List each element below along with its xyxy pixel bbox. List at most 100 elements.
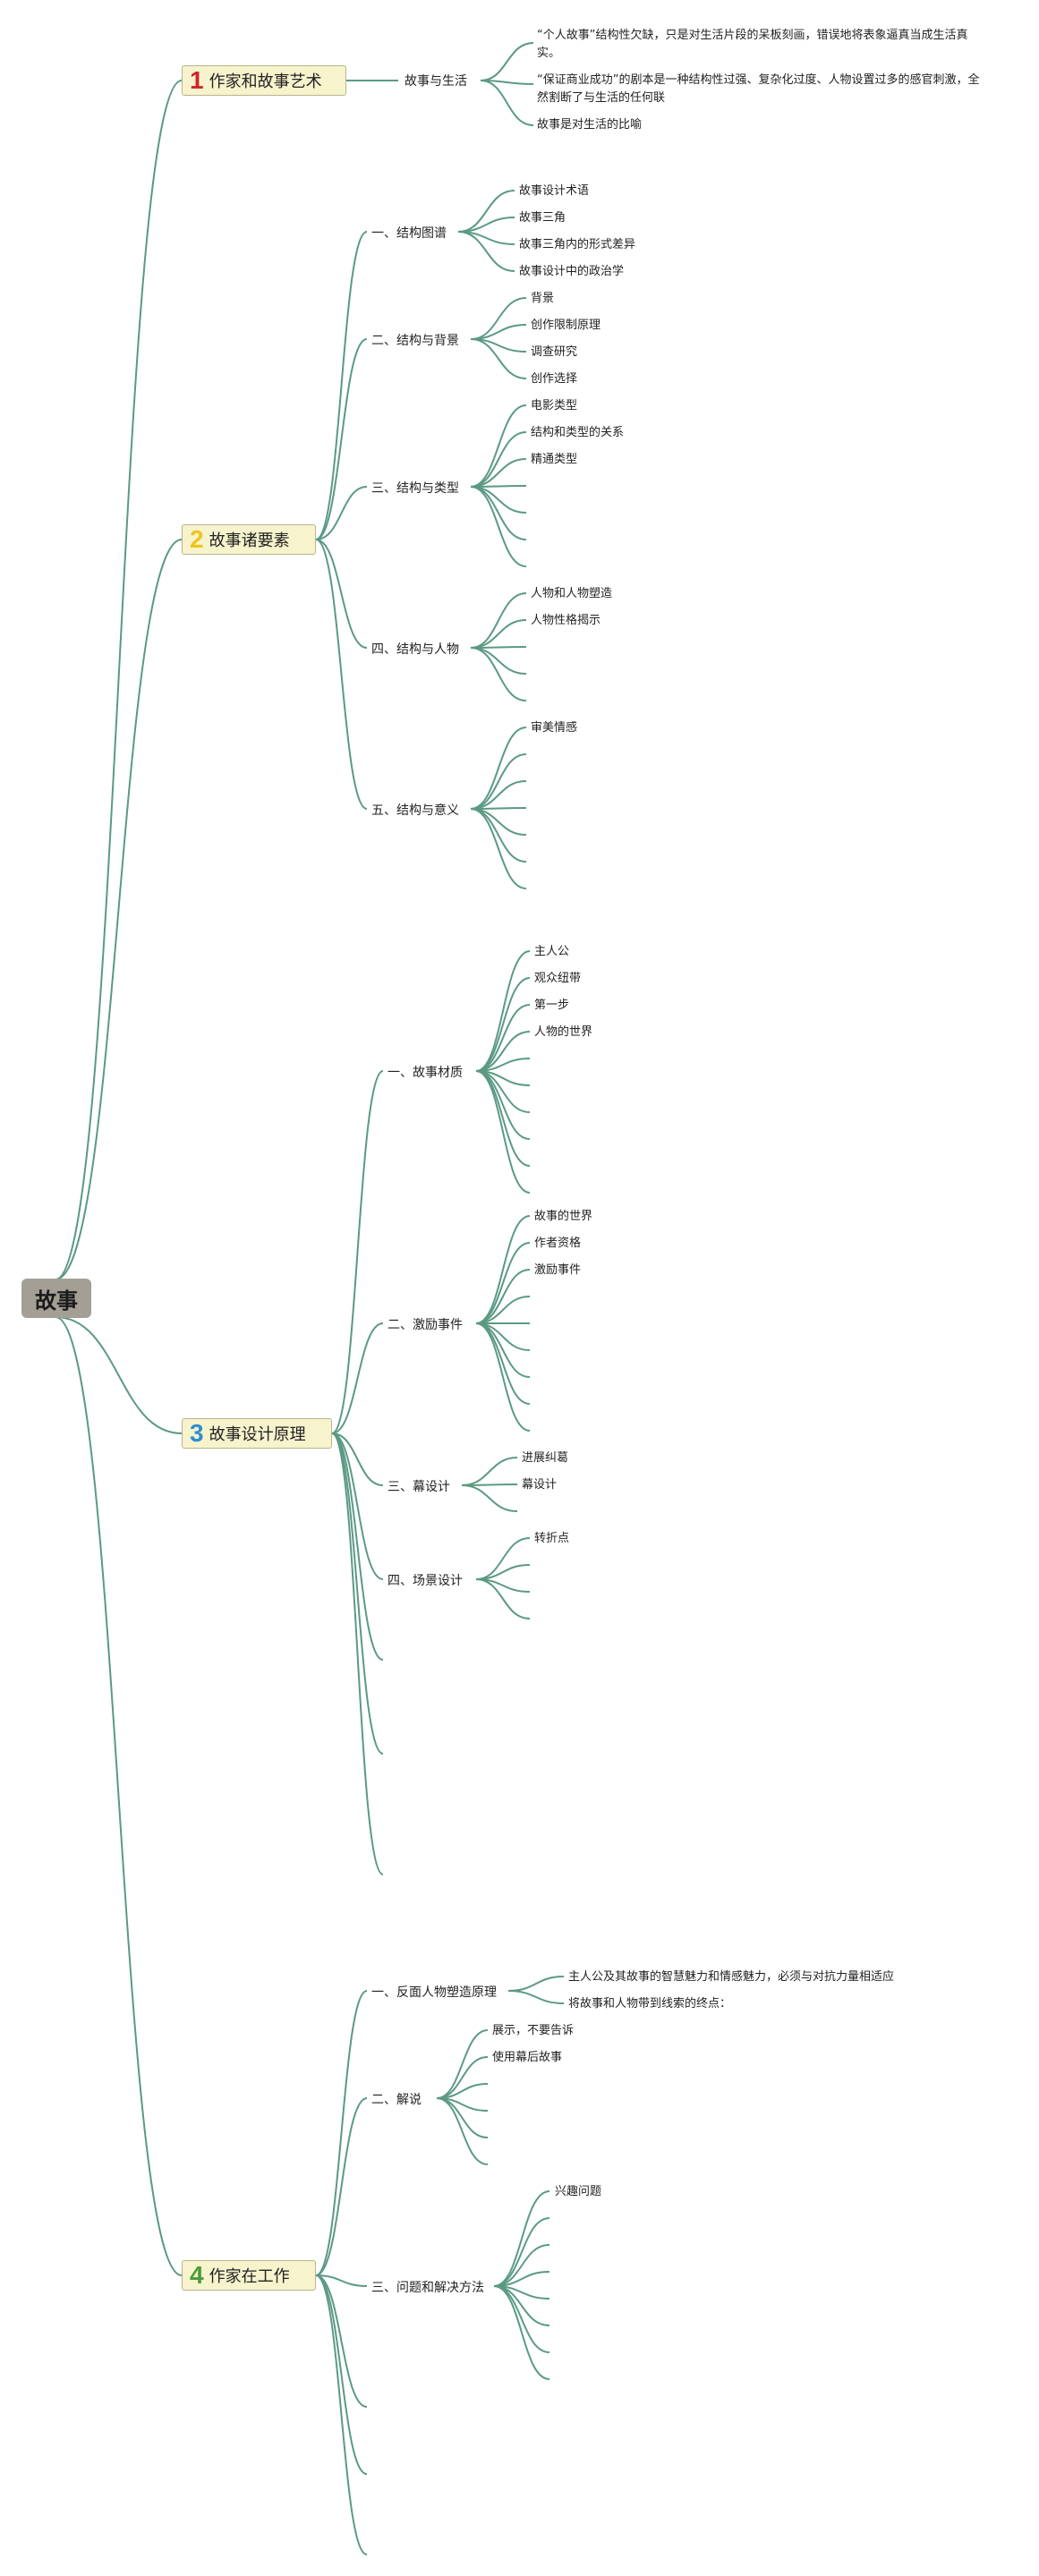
connector-line [507, 1976, 565, 1992]
connector-line [470, 808, 527, 863]
leaf-node[interactable]: 故事设计中的政治学 [519, 265, 625, 278]
leaf-node[interactable]: 展示，不要告诉 [492, 2024, 575, 2037]
leaf-node[interactable]: 电影类型 [531, 399, 578, 412]
connector-line [331, 1433, 384, 1580]
leaf-node[interactable]: 审美情感 [531, 721, 578, 735]
connector-line [470, 647, 527, 701]
leaf-node[interactable]: 使用幕后故事 [492, 2051, 563, 2064]
leaf-node[interactable]: 故事三角内的形式差异 [519, 238, 636, 251]
connector-line [475, 1537, 531, 1580]
leaf-node[interactable]: 进展纠葛 [522, 1451, 569, 1465]
connector-line [55, 1316, 183, 1434]
connector-line [507, 1990, 565, 2004]
leaf-node[interactable]: 故事设计术语 [519, 184, 590, 198]
leaf-node[interactable]: “保证商业成功”的剧本是一种结构性过强、复杂化过度、人物设置过多的感官刺激，全然… [537, 73, 980, 105]
subtopic-node[interactable]: 三、问题和解决方法 [371, 2281, 484, 2295]
topic-node-3[interactable]: 3 故事设计原理 [182, 1418, 332, 1449]
connector-line [475, 1070, 531, 1194]
topic-number: 3 [190, 1419, 204, 1447]
subtopic-node[interactable]: 一、结构图谱 [371, 226, 447, 241]
leaf-node[interactable]: 人物的世界 [534, 1025, 593, 1039]
connector-line [436, 2029, 489, 2099]
subtopic-node[interactable]: 四、结构与人物 [371, 642, 459, 657]
leaf-node[interactable]: 将故事和人物带到线索的终点： [568, 1997, 732, 2011]
topic-node-4[interactable]: 4 作家在工作 [182, 2260, 316, 2291]
leaf-node[interactable]: 背景 [531, 292, 555, 305]
connector-line [470, 727, 527, 810]
connector-line [315, 2274, 368, 2555]
connector-line [331, 1433, 384, 1875]
topic-label: 作家在工作 [209, 2267, 290, 2286]
leaf-node[interactable]: 主人公及其故事的智慧魅力和情感魅力，必须与对抗力量相适应 [568, 1970, 895, 1984]
topic-node-1[interactable]: 1 作家和故事艺术 [182, 65, 346, 96]
root-label: 故事 [35, 1288, 78, 1314]
subtopic-node[interactable]: 故事与生活 [405, 74, 467, 89]
leaf-node[interactable]: 结构和类型的关系 [531, 426, 625, 439]
connector-line [315, 2274, 368, 2408]
subtopic-node[interactable]: 一、故事材质 [387, 1066, 463, 1080]
leaf-node[interactable]: “个人故事”结构性欠缺，只是对生活片段的呆板刻画，错误地将表象逼真当成生活真实。 [537, 29, 968, 60]
connector-line [470, 753, 527, 810]
topic-number: 1 [190, 66, 204, 94]
root-node[interactable]: 故事 [21, 1279, 91, 1318]
connector-line [461, 1484, 518, 1486]
topic-number: 2 [190, 525, 204, 553]
connector-line [436, 2097, 489, 2165]
connector-line [461, 1484, 518, 1512]
connector-line [331, 1322, 384, 1434]
topic-label: 故事设计原理 [209, 1425, 306, 1444]
subtopic-node[interactable]: 二、激励事件 [387, 1318, 463, 1332]
leaf-node[interactable]: 作者资格 [534, 1237, 582, 1250]
connector-line [331, 1433, 384, 1755]
connector-line [475, 977, 531, 1072]
connector-line [470, 404, 527, 488]
leaf-node[interactable]: 故事是对生活的比喻 [537, 118, 643, 132]
subtopic-node[interactable]: 一、反面人物塑造原理 [371, 1985, 497, 2000]
connector-line [315, 539, 368, 810]
subtopic-node[interactable]: 四、场景设计 [387, 1574, 463, 1588]
connector-line [470, 780, 527, 810]
connector-line [457, 190, 515, 233]
connector-line [475, 1004, 531, 1072]
connector-line [475, 1322, 531, 1405]
topic-node-2[interactable]: 2 故事诸要素 [182, 524, 316, 555]
connector-line [470, 807, 527, 810]
leaf-node[interactable]: 人物和人物塑造 [531, 587, 613, 600]
subtopic-node[interactable]: 二、解说 [371, 2093, 422, 2107]
leaf-node[interactable]: 调查研究 [531, 345, 578, 359]
leaf-node[interactable]: 观众纽带 [534, 972, 582, 985]
leaf-node[interactable]: 激励事件 [534, 1263, 582, 1277]
connector-line [331, 1433, 384, 1486]
connector-line [55, 1316, 183, 2276]
connector-line [315, 539, 368, 649]
leaf-node[interactable]: 第一步 [534, 999, 570, 1012]
subtopic-node[interactable]: 三、结构与类型 [371, 481, 459, 496]
leaf-node[interactable]: 精通类型 [531, 453, 578, 466]
connector-line [475, 1322, 531, 1432]
subtopic-node[interactable]: 五、结构与意义 [371, 803, 459, 818]
connector-line [493, 2285, 550, 2380]
connector-line [315, 2274, 368, 2287]
leaf-node[interactable]: 故事三角 [519, 211, 566, 225]
connector-line [475, 950, 531, 1072]
leaf-node[interactable]: 幕设计 [522, 1478, 558, 1492]
connector-line [470, 592, 527, 649]
connector-line [331, 1070, 384, 1434]
leaf-node[interactable]: 兴趣问题 [555, 2185, 602, 2198]
leaf-node[interactable]: 转折点 [534, 1532, 570, 1545]
connector-line [480, 80, 534, 126]
connector-line [470, 297, 527, 340]
leaf-node[interactable]: 人物性格揭示 [531, 614, 601, 627]
leaf-node[interactable]: 主人公 [534, 945, 570, 958]
connector-line [493, 2244, 550, 2287]
connector-line [470, 647, 527, 675]
connector-line [470, 619, 527, 649]
leaf-node[interactable]: 创作选择 [531, 372, 578, 386]
subtopic-node[interactable]: 二、结构与背景 [371, 334, 459, 348]
leaf-node[interactable]: 创作限制原理 [531, 319, 601, 332]
connector-line [55, 80, 183, 1280]
connector-line [315, 2274, 368, 2475]
subtopic-node[interactable]: 三、幕设计 [387, 1480, 450, 1494]
leaf-node[interactable]: 故事的世界 [534, 1210, 593, 1223]
